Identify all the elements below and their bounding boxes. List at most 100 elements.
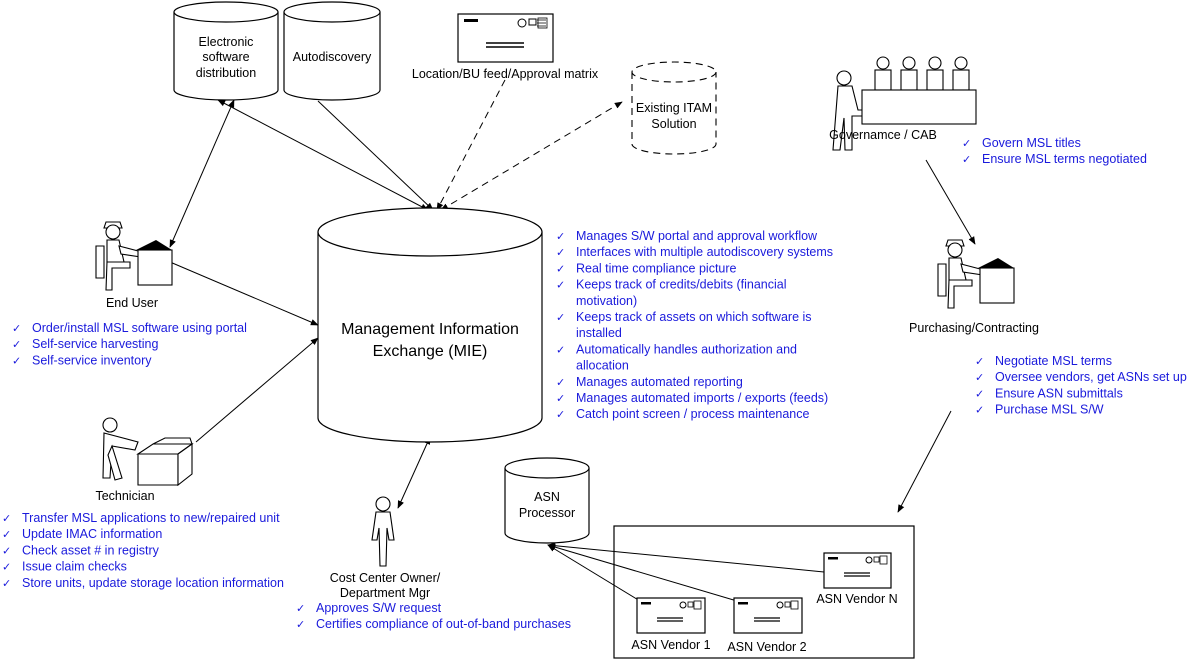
- technician-checklist-item: Issue claim checks: [22, 560, 127, 574]
- connectors: [169, 79, 976, 602]
- connector-itam-mie: [440, 101, 623, 211]
- mie-checklist-item: Manages S/W portal and approval workflow: [576, 229, 818, 243]
- governance-checklist-item: Govern MSL titles: [982, 136, 1081, 150]
- purchasing-checklist-item: Oversee vendors, get ASNs set up: [995, 370, 1187, 384]
- connector-esd-end-user: [169, 99, 235, 248]
- cost-center-checklist-item: Approves S/W request: [316, 601, 442, 615]
- end-user-at-desk-icon: [95, 221, 173, 291]
- connector-governance-purchasing: [925, 159, 976, 245]
- connector-technician-mie: [195, 337, 319, 443]
- technician-label: Technician: [95, 489, 154, 503]
- check-mark-icon: ✓: [2, 577, 11, 590]
- asn-vendor-1-label: ASN Vendor 1: [631, 638, 710, 652]
- mie-checklist-item: Real time compliance picture: [576, 261, 737, 275]
- asn-vendor-2-label: ASN Vendor 2: [727, 640, 806, 654]
- governance-label: Governamce / CAB: [829, 128, 937, 142]
- mie-checklist: ✓ Manages S/W portal and approval workflo…: [556, 229, 833, 421]
- check-mark-icon: ✓: [556, 279, 565, 292]
- check-mark-icon: ✓: [962, 137, 971, 150]
- mie-label-1: Management Information: [341, 321, 519, 338]
- cost-center-label-2: Department Mgr: [340, 586, 430, 600]
- esd-cylinder: Electronic software distribution: [173, 1, 279, 101]
- autodiscovery-cylinder: Autodiscovery: [283, 1, 381, 101]
- cost-center-checklist-item: Certifies compliance of out-of-band purc…: [316, 617, 571, 631]
- check-mark-icon: ✓: [556, 392, 565, 405]
- check-mark-icon: ✓: [2, 528, 11, 541]
- check-mark-icon: ✓: [296, 602, 305, 615]
- mie-checklist-item: Keeps track of assets on which software …: [576, 310, 812, 324]
- mie-checklist-item: Manages automated imports / exports (fee…: [576, 391, 828, 405]
- end-user-checklist: ✓ Order/install MSL software using portal…: [12, 321, 247, 367]
- existing-itam-cylinder: Existing ITAM Solution: [631, 61, 717, 155]
- check-mark-icon: ✓: [12, 322, 21, 335]
- location-feed-label: Location/BU feed/Approval matrix: [412, 67, 599, 81]
- cost-center-label-1: Cost Center Owner/: [330, 571, 441, 585]
- existing-itam-label-1: Existing ITAM: [636, 101, 712, 115]
- location-feed-envelope-icon: [457, 13, 554, 63]
- asn-processor-label-1: ASN: [534, 490, 560, 504]
- connector-end-user-mie: [169, 261, 319, 326]
- mie-label-2: Exchange (MIE): [373, 343, 488, 360]
- connector-cost-center-mie: [397, 436, 431, 509]
- check-mark-icon: ✓: [2, 512, 11, 525]
- check-mark-icon: ✓: [975, 387, 984, 400]
- asn-vendor-n-label: ASN Vendor N: [816, 592, 897, 606]
- check-mark-icon: ✓: [975, 371, 984, 384]
- governance-checklist: ✓Govern MSL titles✓Ensure MSL terms nego…: [962, 136, 1147, 166]
- mie-checklist-item: motivation): [576, 294, 637, 308]
- check-mark-icon: ✓: [12, 354, 21, 367]
- connector-vendor-1-asn: [547, 544, 641, 602]
- asn-vendor-1-envelope-icon: [636, 597, 706, 634]
- end-user-checklist-item: Order/install MSL software using portal: [32, 321, 247, 335]
- asn-vendors-group-box: [613, 525, 915, 659]
- mie-checklist-item: Interfaces with multiple autodiscovery s…: [576, 245, 833, 259]
- check-mark-icon: ✓: [2, 561, 11, 574]
- esd-label-1: Electronic: [199, 35, 254, 49]
- existing-itam-label-2: Solution: [651, 117, 696, 131]
- check-mark-icon: ✓: [556, 262, 565, 275]
- mie-cylinder: Management Information Exchange (MIE): [317, 207, 543, 443]
- check-mark-icon: ✓: [556, 311, 565, 324]
- end-user-checklist-item: Self-service inventory: [32, 353, 152, 367]
- check-mark-icon: ✓: [556, 343, 565, 356]
- check-mark-icon: ✓: [556, 376, 565, 389]
- mie-checklist-item: allocation: [576, 359, 629, 373]
- connector-esd-mie: [217, 99, 429, 211]
- purchasing-checklist: ✓ Negotiate MSL terms ✓ Oversee vendors, ge…: [975, 354, 1187, 417]
- purchasing-at-desk-icon: [937, 239, 1015, 309]
- check-mark-icon: ✓: [2, 544, 11, 557]
- mie-checklist-item: Catch point screen / process maintenance: [576, 407, 810, 421]
- end-user-label: End User: [106, 296, 158, 310]
- mie-checklist-item: Manages automated reporting: [576, 375, 743, 389]
- check-mark-icon: ✓: [556, 246, 565, 259]
- autodiscovery-label: Autodiscovery: [293, 50, 372, 64]
- check-mark-icon: ✓: [962, 153, 971, 166]
- connector-purchasing-vendors: [897, 410, 952, 513]
- purchasing-checklist-item: Ensure ASN submittals: [995, 386, 1123, 400]
- check-mark-icon: ✓: [975, 355, 984, 368]
- asn-vendor-n-envelope-icon: [823, 552, 892, 589]
- connector-vendor-n-asn: [547, 542, 825, 573]
- asn-processor-label-2: Processor: [519, 506, 575, 520]
- purchasing-checklist-item: Negotiate MSL terms: [995, 354, 1112, 368]
- technician-with-box-icon: [102, 417, 194, 487]
- check-mark-icon: ✓: [12, 338, 21, 351]
- connector-autodiscovery-mie: [317, 100, 434, 211]
- esd-label-2: software: [202, 50, 249, 64]
- asn-vendor-2-envelope-icon: [733, 597, 803, 634]
- mie-checklist-item: Automatically handles authorization and: [576, 342, 797, 356]
- asn-processor-cylinder: ASN Processor: [504, 457, 590, 544]
- technician-checklist-item: Store units, update storage location inf…: [22, 576, 284, 590]
- cost-center-owner-person-icon: [371, 496, 395, 567]
- end-user-checklist-item: Self-service harvesting: [32, 337, 158, 351]
- purchasing-label: Purchasing/Contracting: [909, 321, 1039, 335]
- technician-checklist-item: Transfer MSL applications to new/repaire…: [22, 511, 280, 525]
- check-mark-icon: ✓: [556, 230, 565, 243]
- check-mark-icon: ✓: [556, 408, 565, 421]
- check-mark-icon: ✓: [975, 404, 984, 417]
- technician-checklist: ✓ Transfer MSL applications to new/repair…: [2, 511, 284, 590]
- technician-checklist-item: Update IMAC information: [22, 527, 162, 541]
- purchasing-checklist-item: Purchase MSL S/W: [995, 403, 1104, 417]
- mie-checklist-item: Keeps track of credits/debits (financial: [576, 278, 787, 292]
